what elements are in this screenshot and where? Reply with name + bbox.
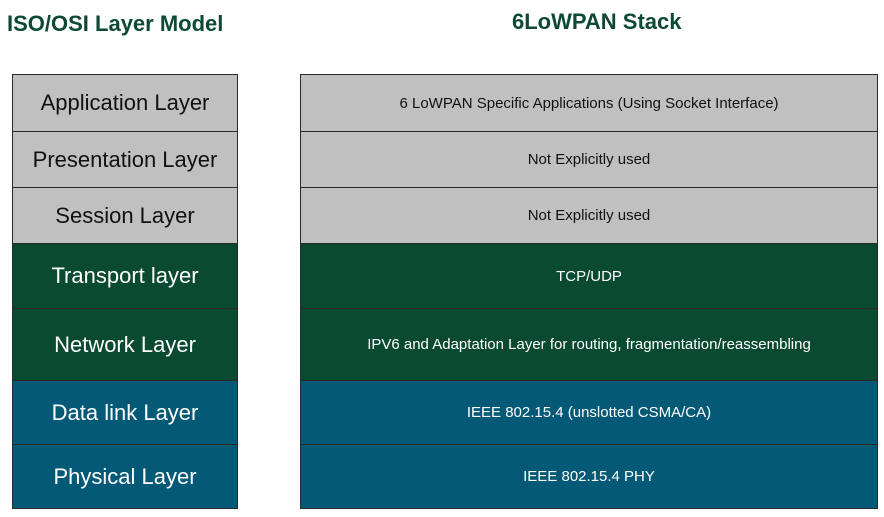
lowpan-data-link-layer: IEEE 802.15.4 (unslotted CSMA/CA) xyxy=(300,380,878,445)
osi-session-layer: Session Layer xyxy=(12,187,238,244)
osi-data-link-layer: Data link Layer xyxy=(12,380,238,445)
osi-model-title: ISO/OSI Layer Model xyxy=(7,11,224,36)
lowpan-application-layer: 6 LoWPAN Specific Applications (Using So… xyxy=(300,74,878,132)
lowpan-stack-title: 6LoWPAN Stack xyxy=(512,9,682,34)
lowpan-physical-layer: IEEE 802.15.4 PHY xyxy=(300,444,878,509)
osi-application-layer: Application Layer xyxy=(12,74,238,132)
lowpan-transport-layer: TCP/UDP xyxy=(300,243,878,309)
lowpan-session-layer: Not Explicitly used xyxy=(300,187,878,244)
osi-presentation-layer: Presentation Layer xyxy=(12,131,238,188)
lowpan-network-layer: IPV6 and Adaptation Layer for routing, f… xyxy=(300,308,878,381)
lowpan-presentation-layer: Not Explicitly used xyxy=(300,131,878,188)
osi-network-layer: Network Layer xyxy=(12,308,238,381)
osi-layer-stack: Application Layer Presentation Layer Ses… xyxy=(12,74,238,509)
osi-transport-layer: Transport layer xyxy=(12,243,238,309)
lowpan-layer-stack: 6 LoWPAN Specific Applications (Using So… xyxy=(300,74,878,509)
osi-physical-layer: Physical Layer xyxy=(12,444,238,509)
